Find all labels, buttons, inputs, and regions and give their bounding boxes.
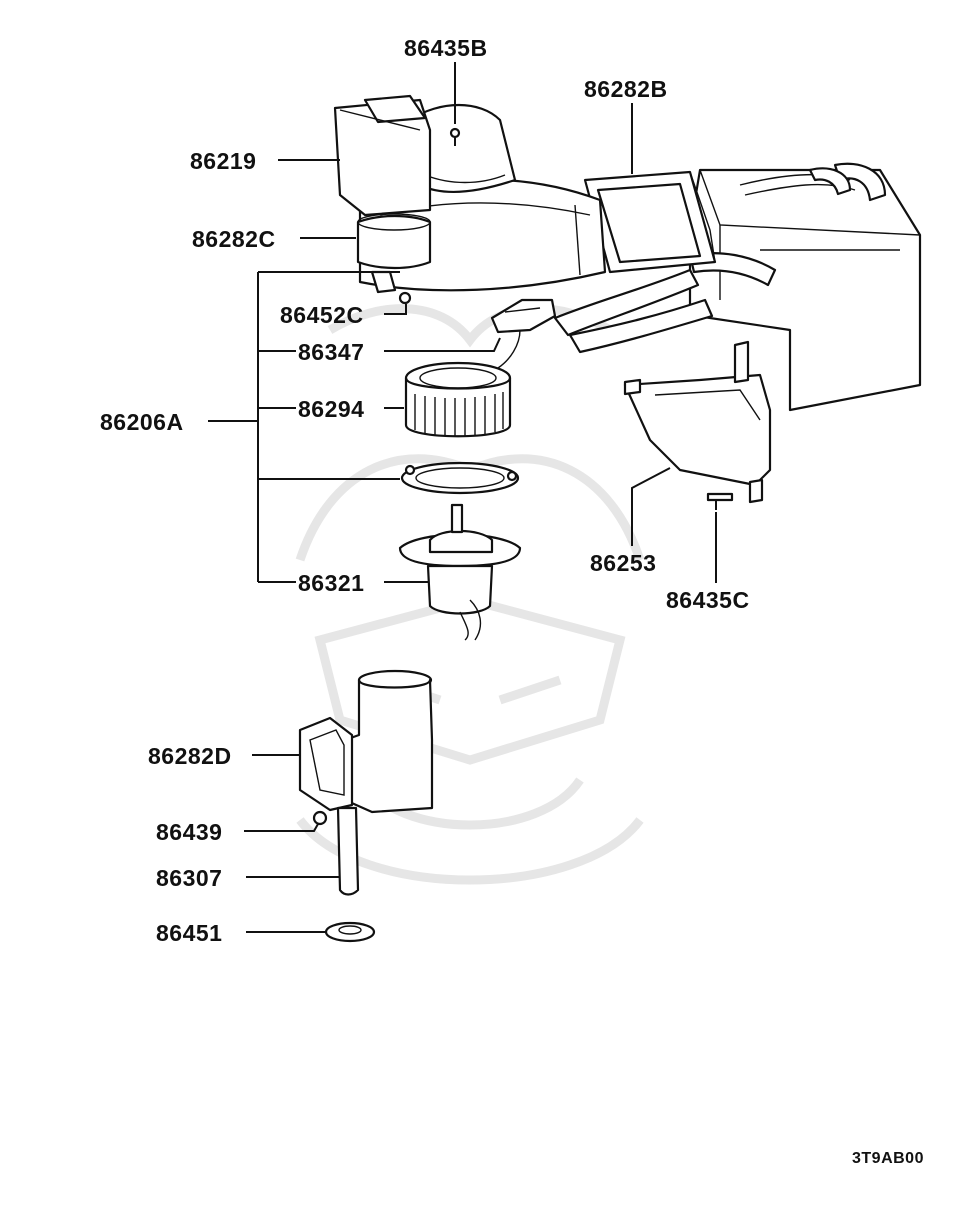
grommet-86451 xyxy=(324,921,376,943)
leader-lines xyxy=(208,62,717,933)
resistor-86347 xyxy=(490,298,557,369)
label-86253: 86253 xyxy=(590,550,656,576)
label-86282b: 86282B xyxy=(584,76,668,102)
screw-86435b xyxy=(449,127,461,146)
gasket xyxy=(400,461,520,495)
label-86439: 86439 xyxy=(156,819,222,845)
fan-86294 xyxy=(404,361,512,438)
drain-tube-86307 xyxy=(336,806,360,896)
label-86452c: 86452C xyxy=(280,302,364,328)
motor-86321 xyxy=(398,503,522,641)
intake-86219 xyxy=(333,94,432,217)
label-86219: 86219 xyxy=(190,148,256,174)
part-labels: 86435B 86282B 86219 86282C 86452C 86347 … xyxy=(100,35,924,1167)
hoses xyxy=(553,252,777,354)
label-86307: 86307 xyxy=(156,865,222,891)
label-86294: 86294 xyxy=(298,396,364,422)
label-86282c: 86282C xyxy=(192,226,276,252)
heater-unit xyxy=(688,162,922,412)
label-86282d: 86282D xyxy=(148,743,232,769)
clip-86439 xyxy=(312,810,328,826)
lower-duct-86282d xyxy=(298,669,434,814)
duct-86282b xyxy=(583,170,717,274)
screw-86435c xyxy=(706,492,734,510)
diagram-code: 3T9AB00 xyxy=(852,1150,924,1167)
label-86347: 86347 xyxy=(298,339,364,365)
cover-86253 xyxy=(623,340,772,504)
collar-86282c xyxy=(356,213,432,270)
label-86435b: 86435B xyxy=(404,35,488,61)
label-86206a: 86206A xyxy=(100,409,184,435)
label-86451: 86451 xyxy=(156,920,222,946)
label-86435c: 86435C xyxy=(666,587,750,613)
bracket-86452c xyxy=(370,270,412,305)
label-86321: 86321 xyxy=(298,570,364,596)
